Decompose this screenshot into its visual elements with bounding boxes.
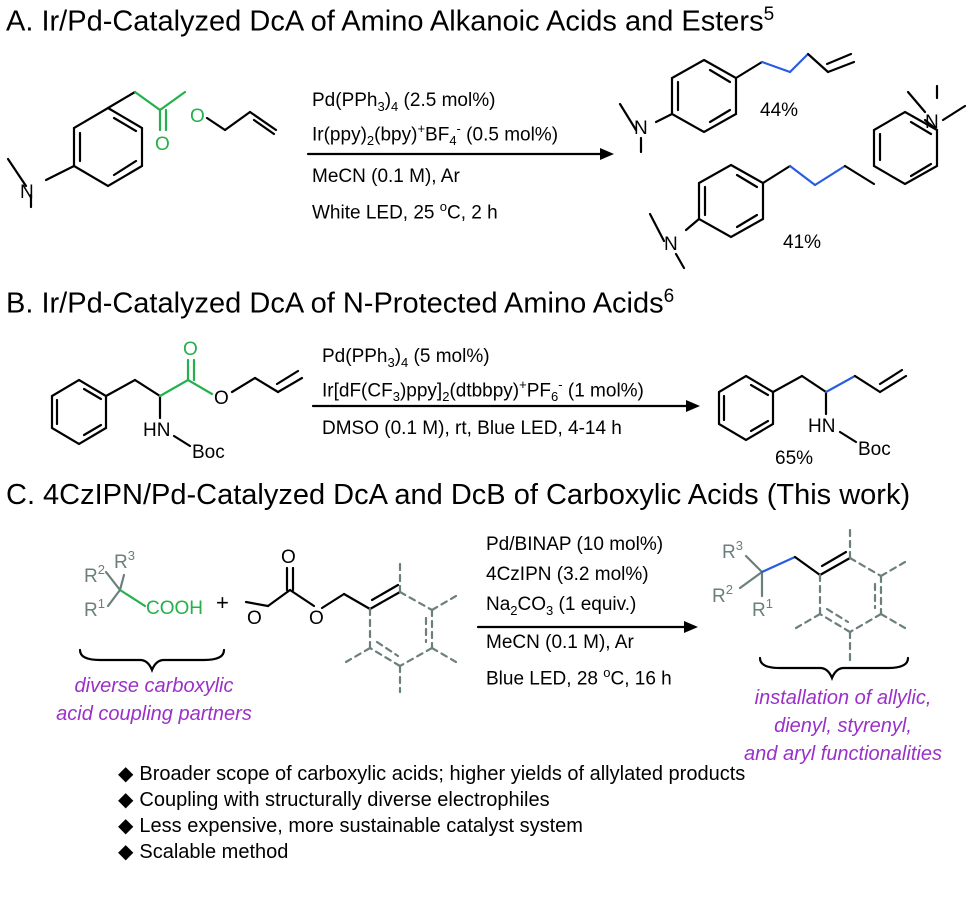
- diamond-bullet-icon: ◆: [118, 789, 134, 811]
- conditions-a-line1: Pd(PPh3)4 (2.5 mol%): [312, 90, 496, 114]
- conditions-a-line3: MeCN (0.1 M), Ar: [312, 166, 460, 187]
- reactant-b-structure: [50, 358, 304, 448]
- conditions-a-line2: Ir(ppy)2(bpy)+BF4- (0.5 mol%): [312, 121, 559, 149]
- product-dashed-ring: [794, 526, 907, 662]
- conditions-b-line2: Ir[dF(CF3)ppy]2(dtbbpy)+PF6- (1 mol%): [322, 377, 644, 405]
- reactant-c-carbonate-structure: [244, 566, 402, 611]
- section-b-title: B. Ir/Pd-Catalyzed DcA of N-Protected Am…: [6, 286, 675, 320]
- conditions-b-line1: Pd(PPh3)4 (5 mol%): [322, 346, 490, 370]
- diamond-bullet-icon: ◆: [118, 815, 134, 837]
- yield-b: 65%: [775, 448, 814, 469]
- product-b-structure: [717, 368, 908, 444]
- atom-o-left-c: O: [247, 608, 262, 629]
- product-c-structure: [738, 550, 852, 598]
- nh-label-b: HN: [143, 420, 170, 441]
- bullet-item: ◆Less expensive, more sustainable cataly…: [118, 815, 583, 837]
- atom-o-carbonyl-b: O: [183, 339, 198, 360]
- atom-n-a: N: [20, 182, 34, 203]
- conditions-c-line4: MeCN (0.1 M), Ar: [486, 632, 634, 653]
- cooh-label: COOH: [146, 598, 203, 619]
- bullet-item: ◆Scalable method: [118, 841, 289, 863]
- section-c-title: C. 4CzIPN/Pd-Catalyzed DcA and DcB of Ca…: [6, 479, 911, 511]
- bullet-item: ◆Coupling with structurally diverse elec…: [118, 789, 550, 811]
- conditions-b-line3: DMSO (0.1 M), rt, Blue LED, 4-14 h: [322, 418, 622, 439]
- reactant-c-acid-structure: [104, 570, 147, 608]
- r2-label-reactant: R2: [84, 562, 105, 587]
- bullet-item: ◆Broader scope of carboxylic acids; high…: [118, 763, 746, 785]
- atom-o-carbonyl-a: O: [155, 134, 170, 155]
- r3-label-product: R3: [722, 538, 743, 563]
- conditions-c-line5: Blue LED, 28 oC, 16 h: [486, 665, 672, 690]
- bullet-list: ◆Broader scope of carboxylic acids; high…: [118, 761, 745, 865]
- r1-label-reactant: R1: [84, 596, 105, 621]
- diamond-bullet-icon: ◆: [118, 763, 134, 785]
- conditions-a-line4: White LED, 25 oC, 2 h: [312, 199, 498, 224]
- section-a-title: A. Ir/Pd-Catalyzed DcA of Amino Alkanoic…: [6, 4, 775, 38]
- diamond-bullet-icon: ◆: [118, 841, 134, 863]
- conditions-c-line1: Pd/BINAP (10 mol%): [486, 534, 664, 555]
- conditions-c-line2: 4CzIPN (3.2 mol%): [486, 564, 649, 585]
- conditions-c-line3: Na2CO3 (1 equiv.): [486, 594, 637, 618]
- electrophile-dashed-ring: [344, 562, 458, 694]
- r3-label-reactant: R3: [114, 548, 135, 573]
- boc-label-b: Boc: [192, 442, 225, 463]
- boc-label-product-b: Boc: [858, 439, 891, 460]
- reactant-a-structure: [6, 90, 278, 209]
- atom-o-carbonyl-c: O: [281, 547, 296, 568]
- r2-label-product: R2: [712, 582, 733, 607]
- atom-n-p1: N: [634, 118, 648, 139]
- atom-o-ester-b: O: [214, 388, 229, 409]
- right-note: installation of allylic, dienyl, styreny…: [744, 687, 942, 765]
- atom-o-ester-a: O: [190, 106, 205, 127]
- product-a2-structure: [648, 84, 967, 270]
- atom-o-right-c: O: [309, 608, 324, 629]
- yield-a1: 44%: [760, 100, 799, 121]
- left-note: diverse carboxylic acid coupling partner…: [56, 675, 252, 725]
- product-a1-structure: [618, 52, 856, 154]
- r1-label-product: R1: [752, 596, 773, 621]
- atom-n-p2a: N: [664, 234, 678, 255]
- atom-n-p2b: N: [925, 112, 939, 133]
- yield-a2: 41%: [783, 232, 822, 253]
- plus-sign: +: [216, 590, 229, 615]
- nh-label-product-b: HN: [808, 416, 835, 437]
